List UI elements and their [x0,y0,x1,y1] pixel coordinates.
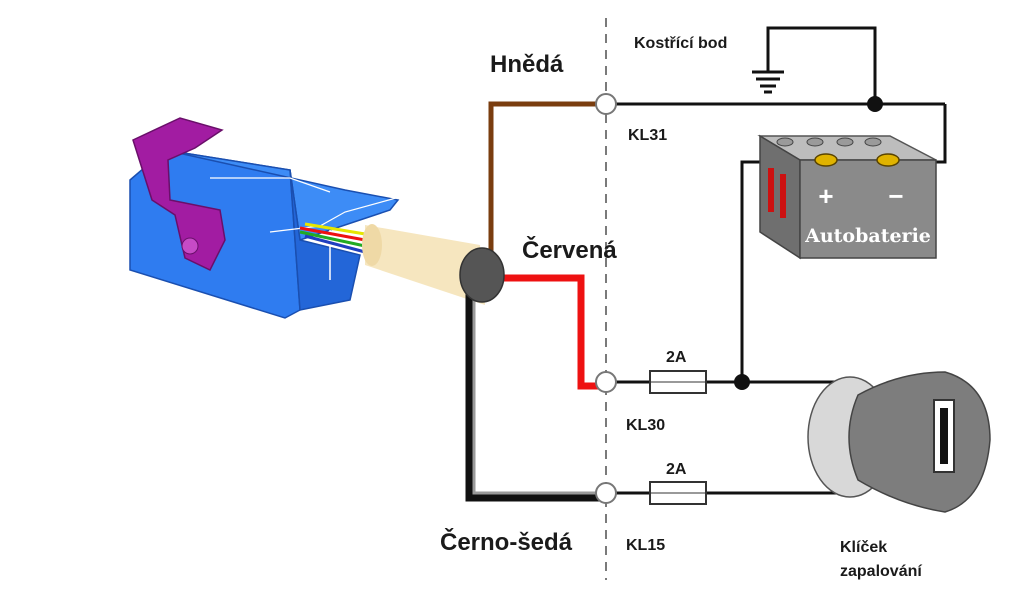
cable-end [459,247,505,303]
battery-label: Autobaterie [804,225,931,247]
terminal-kl15-label: KL15 [626,537,665,554]
wire-brown-label: Hnědá [490,51,564,78]
junction-dot [734,374,750,390]
cable-sheath [365,225,485,305]
terminal-kl31-label: KL31 [628,127,667,144]
battery-plus-label: + [818,181,833,211]
red-wire [503,274,606,390]
fuse-bottom-label: 2A [666,461,687,478]
brown-wire [488,101,606,255]
wire-red-label: Červená [522,236,617,264]
black-grey-wire [465,290,606,502]
key-label-line2: zapalování [840,563,922,580]
key-label-line1: Klíček [840,539,887,556]
battery-icon: + − Autobaterie [757,134,937,260]
junction-dot [867,96,883,112]
terminal-kl30-circle [595,371,617,393]
ignition-key-icon [807,371,991,513]
ground-symbol-icon [752,70,784,94]
terminal-kl31-circle [595,93,617,115]
battery-minus-label: − [888,181,903,211]
fuse-top-label: 2A [666,349,687,366]
connector-device [129,117,400,319]
terminal-kl30-label: KL30 [626,417,665,434]
wire-blackgrey-label: Černo-šedá [440,528,573,556]
ground-point-label: Kostřící bod [634,35,727,52]
terminal-kl15-circle [595,482,617,504]
